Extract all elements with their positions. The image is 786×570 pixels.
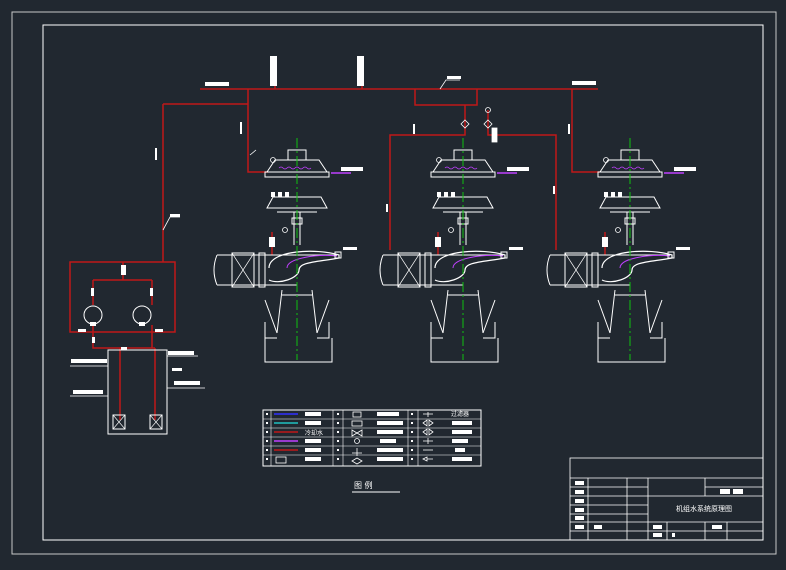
filter-valve-cluster — [460, 107, 498, 143]
legend-note: 过滤器 — [451, 410, 469, 418]
turbine-units — [213, 138, 696, 363]
inner-frame — [42, 24, 764, 541]
title-block — [569, 457, 764, 541]
pump-1 — [83, 305, 103, 325]
pump-2 — [132, 305, 152, 325]
main-header-pipe — [162, 70, 600, 262]
pump-station — [69, 261, 205, 435]
sump-tank — [107, 349, 168, 435]
drawing-title: 机组水系统原理图 — [676, 504, 732, 513]
turbine-unit-1 — [213, 138, 363, 363]
legend-table: 过滤器 冷却水 — [262, 409, 482, 467]
turbine-unit-3 — [546, 138, 696, 363]
legend-caption: 图 例 — [354, 480, 373, 490]
turbine-unit-2 — [379, 138, 529, 363]
header-tags — [155, 56, 596, 217]
outer-frame — [11, 11, 777, 555]
legend-label-cooling: 冷却水 — [305, 429, 323, 437]
